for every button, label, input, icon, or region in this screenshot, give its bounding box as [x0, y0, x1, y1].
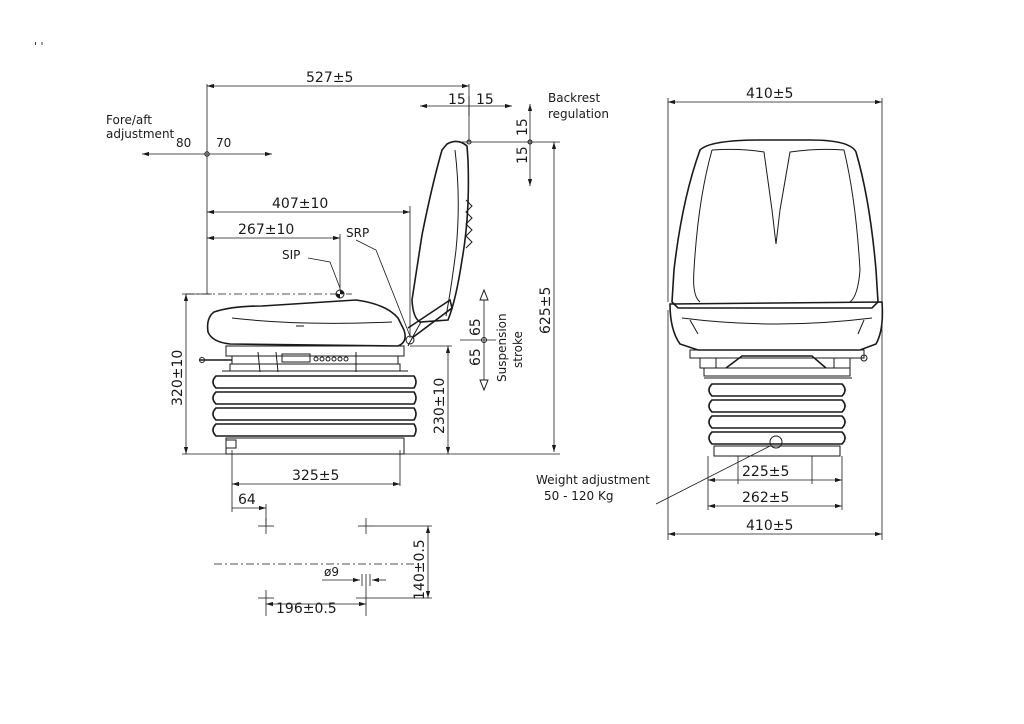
height-625-label: 625±5: [538, 287, 554, 334]
backrest-15-right: 15: [476, 92, 494, 108]
srp-marker: [355, 239, 411, 337]
height-320-label: 320±10: [170, 350, 186, 406]
width-top-label: 410±5: [746, 86, 793, 102]
side-view: SIP SRP 527±5 407±10 267±10 Fore/aft adj…: [106, 70, 609, 524]
suspension-65-down: 65: [468, 348, 484, 366]
sip-marker: [186, 257, 352, 299]
suspension-label-2: stroke: [511, 331, 525, 368]
depth-527-label: 527±5: [306, 70, 353, 86]
weight-adjust-label-2: 50 - 120 Kg: [544, 489, 613, 503]
side-seat-cushion: [206, 299, 406, 347]
base-325-label: 325±5: [292, 468, 339, 484]
backrest-regulation-label-1: Backrest: [548, 91, 600, 105]
width-262-label: 262±5: [742, 490, 789, 506]
front-bellows: [708, 383, 846, 457]
corner-mark: ' ': [34, 40, 44, 53]
offset-64-label: 64: [238, 492, 256, 508]
suspension-label-1: Suspension: [495, 313, 509, 382]
front-view: 410±5 225±5 262±5 410±5 Weight adjustmen…: [536, 86, 884, 540]
front-backrest: [671, 139, 879, 309]
width-225-label: 225±5: [742, 464, 789, 480]
side-rails: [199, 345, 405, 373]
sip-label: SIP: [282, 248, 300, 262]
foreaft-label-1: Fore/aft: [106, 113, 152, 127]
foreaft-label-2: adjustment: [106, 127, 175, 141]
weight-adjust-label-1: Weight adjustment: [536, 473, 650, 487]
width-bottom-label: 410±5: [746, 518, 793, 534]
weight-adjust-knob: [769, 435, 783, 449]
weight-adjust-leader: [655, 445, 771, 505]
backrest-15-left: 15: [448, 92, 466, 108]
mount-196-label: 196±0.5: [276, 601, 337, 617]
height-230-label: 230±10: [432, 378, 448, 434]
foreaft-back-value: 80: [176, 136, 191, 150]
hole-diameter-label: ø9: [324, 565, 339, 579]
side-backrest: [405, 140, 473, 347]
backrest-15-down: 15: [515, 146, 531, 164]
front-rails: [689, 349, 868, 379]
depth-267-label: 267±10: [238, 222, 294, 238]
mounting-pattern: 140±0.5 ø9 196±0.5: [214, 518, 432, 617]
foreaft-fwd-value: 70: [216, 136, 231, 150]
backrest-15-up: 15: [515, 118, 531, 136]
mount-140-label: 140±0.5: [412, 539, 428, 600]
side-bellows: [212, 370, 417, 455]
backrest-regulation-label-2: regulation: [548, 107, 609, 121]
depth-407-label: 407±10: [272, 196, 328, 212]
srp-label: SRP: [346, 226, 369, 240]
suspension-65-up: 65: [468, 318, 484, 336]
front-seat-cushion: [669, 301, 884, 351]
